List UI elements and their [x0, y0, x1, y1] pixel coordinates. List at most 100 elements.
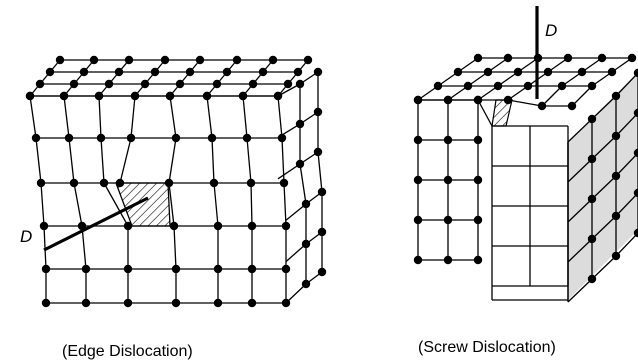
edge-top-atom	[294, 68, 302, 76]
edge-front-v	[41, 183, 44, 226]
screw-top-atom	[524, 82, 532, 90]
screw-front-atom	[444, 96, 452, 104]
screw-side-atom	[612, 212, 620, 220]
edge-front-v	[214, 183, 218, 226]
edge-front-v	[278, 96, 282, 138]
edge-front-atom	[248, 299, 256, 307]
edge-front-atom	[172, 299, 180, 307]
screw-dislocation-figure: D (Screw Dislocation)	[414, 6, 638, 356]
edge-front-atom	[37, 179, 45, 187]
screw-top-atom	[494, 82, 502, 90]
screw-dislocation-label: D	[545, 21, 557, 40]
edge-front-v	[170, 96, 176, 138]
edge-top-atom	[213, 80, 221, 88]
screw-side-atom	[588, 155, 596, 163]
edge-top-atom	[70, 80, 78, 88]
edge-side-atom	[302, 280, 310, 288]
screw-side-atom	[612, 92, 620, 100]
edge-side-atom	[296, 80, 304, 88]
edge-front-v	[284, 183, 286, 226]
edge-front-atom	[127, 134, 135, 142]
edge-front-atom	[78, 222, 86, 230]
screw-top-atom	[564, 54, 572, 62]
edge-front-atom	[60, 92, 68, 100]
edge-front-atom	[32, 134, 40, 142]
edge-front-atom	[172, 134, 180, 142]
screw-top-atom	[514, 68, 522, 76]
edge-front-v	[243, 96, 247, 138]
edge-top-atom	[125, 56, 133, 64]
edge-top-atom	[115, 68, 123, 76]
edge-front-atom	[282, 265, 290, 273]
edge-top-atom	[90, 56, 98, 64]
edge-top-atom	[141, 80, 149, 88]
edge-top-atom	[284, 80, 292, 88]
edge-front-atom	[124, 265, 132, 273]
edge-side-atom	[314, 108, 322, 116]
edge-top-atom	[80, 68, 88, 76]
edge-top-atom	[269, 56, 277, 64]
edge-front-v	[101, 138, 104, 183]
edge-front-atom	[172, 265, 180, 273]
screw-front-atom	[414, 216, 422, 224]
screw-front-atom	[474, 136, 482, 144]
edge-front-atom	[210, 179, 218, 187]
edge-front-v	[251, 183, 252, 226]
screw-top-atom	[484, 68, 492, 76]
edge-front-atom	[274, 92, 282, 100]
edge-top-atom	[46, 68, 54, 76]
edge-side-atom	[314, 68, 322, 76]
edge-front-v	[30, 96, 36, 138]
edge-front-atom	[40, 222, 48, 230]
edge-front-atom	[203, 92, 211, 100]
screw-top-atom	[544, 68, 552, 76]
screw-top-atom	[598, 54, 606, 62]
edge-front-atom	[70, 179, 78, 187]
edge-side-atom	[302, 240, 310, 248]
edge-side-v	[300, 164, 306, 204]
edge-side-v	[318, 152, 322, 192]
screw-step-edge	[478, 100, 492, 126]
edge-top-atom	[186, 68, 194, 76]
screw-top-face-h	[508, 100, 542, 106]
edge-front-atom	[243, 134, 251, 142]
screw-top-atom	[588, 82, 596, 90]
screw-top-atom	[558, 82, 566, 90]
edge-front-v	[212, 138, 214, 183]
edge-front-atom	[214, 299, 222, 307]
edge-caption: (Edge Dislocation)	[62, 343, 193, 360]
screw-top-atom	[434, 82, 442, 90]
edge-top-atom	[161, 56, 169, 64]
edge-front-atom	[170, 222, 178, 230]
edge-top-atom	[36, 80, 44, 88]
edge-side-atom	[318, 188, 326, 196]
edge-front-v	[207, 96, 212, 138]
screw-front-atom	[414, 136, 422, 144]
edge-front-atom	[65, 134, 73, 142]
edge-front-v	[74, 183, 82, 226]
screw-front-atom	[414, 176, 422, 184]
edge-front-atom	[97, 134, 105, 142]
screw-top-atom	[628, 54, 636, 62]
screw-front-atom	[444, 136, 452, 144]
edge-top-atom	[56, 56, 64, 64]
screw-front-atom	[414, 96, 422, 104]
edge-front-v	[131, 96, 135, 138]
edge-front-atom	[248, 222, 256, 230]
screw-top-atom	[454, 68, 462, 76]
edge-side-atom	[296, 120, 304, 128]
edge-front-atom	[278, 134, 286, 142]
edge-dislocation-label: D	[20, 227, 32, 246]
edge-front-atom	[95, 92, 103, 100]
edge-front-v	[99, 96, 101, 138]
edge-front-v	[64, 96, 69, 138]
edge-top-atom	[151, 68, 159, 76]
screw-top-atom	[578, 68, 586, 76]
edge-front-atom	[280, 179, 288, 187]
edge-front-atom	[214, 265, 222, 273]
screw-top-atom	[568, 102, 576, 110]
edge-top-atom	[249, 80, 257, 88]
screw-side-atom	[612, 132, 620, 140]
edge-front-atom	[124, 299, 132, 307]
screw-side-atom	[588, 235, 596, 243]
